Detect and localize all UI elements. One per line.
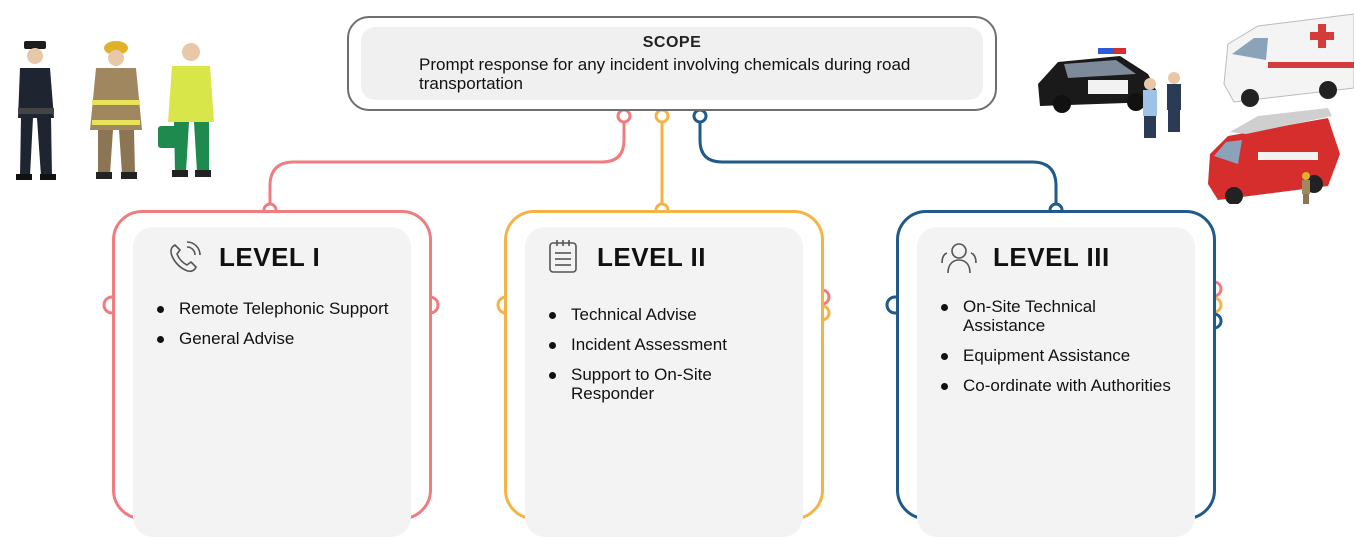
level-2-panel [525, 227, 803, 537]
level-1-header: LEVEL I [165, 239, 320, 275]
level-1-list: Remote Telephonic Support General Advise [155, 299, 395, 359]
notepad-icon [549, 240, 577, 273]
scope-text: Prompt response for any incident involvi… [419, 55, 911, 93]
level-3-header: LEVEL III [939, 239, 1110, 275]
level-1-panel [133, 227, 411, 537]
level-3-panel [917, 227, 1195, 537]
police-car-figure [1038, 48, 1181, 138]
level-3-title: LEVEL III [993, 241, 1110, 272]
scope-box: SCOPE Prompt response for any incident i… [347, 16, 997, 111]
list-item: Remote Telephonic Support [155, 299, 395, 318]
ambulance-figure [1223, 13, 1354, 107]
list-item: Equipment Assistance [939, 346, 1179, 365]
scope-title: SCOPE [642, 34, 702, 51]
scope-panel [361, 27, 983, 100]
paramedic-figure [158, 43, 214, 177]
vehicles-illustration [1038, 13, 1354, 204]
level-2-card: LEVEL II Technical Advise Incident Asses… [504, 210, 824, 537]
level-1-card: LEVEL I Remote Telephonic Support Genera… [112, 210, 432, 537]
list-item: Incident Assessment [547, 335, 787, 354]
list-item: Support to On-Site Responder [547, 365, 787, 403]
level-3-card: LEVEL III On-Site Technical Assistance E… [896, 210, 1216, 537]
level-2-title: LEVEL II [597, 241, 706, 272]
level-2-list: Technical Advise Incident Assessment Sup… [547, 305, 787, 414]
level-1-title: LEVEL I [219, 241, 321, 272]
phone-icon [170, 241, 201, 273]
firefighter-figure [90, 41, 142, 179]
team-icon [941, 243, 977, 274]
fire-truck-figure [1208, 108, 1340, 204]
level-2-header: LEVEL II [543, 239, 706, 275]
police-officer-figure [16, 41, 56, 180]
level-3-list: On-Site Technical Assistance Equipment A… [939, 297, 1179, 406]
responders-illustration [16, 41, 214, 180]
list-item: On-Site Technical Assistance [939, 297, 1179, 335]
list-item: Technical Advise [547, 305, 787, 324]
list-item: Co-ordinate with Authorities [939, 376, 1179, 395]
list-item: General Advise [155, 329, 395, 348]
